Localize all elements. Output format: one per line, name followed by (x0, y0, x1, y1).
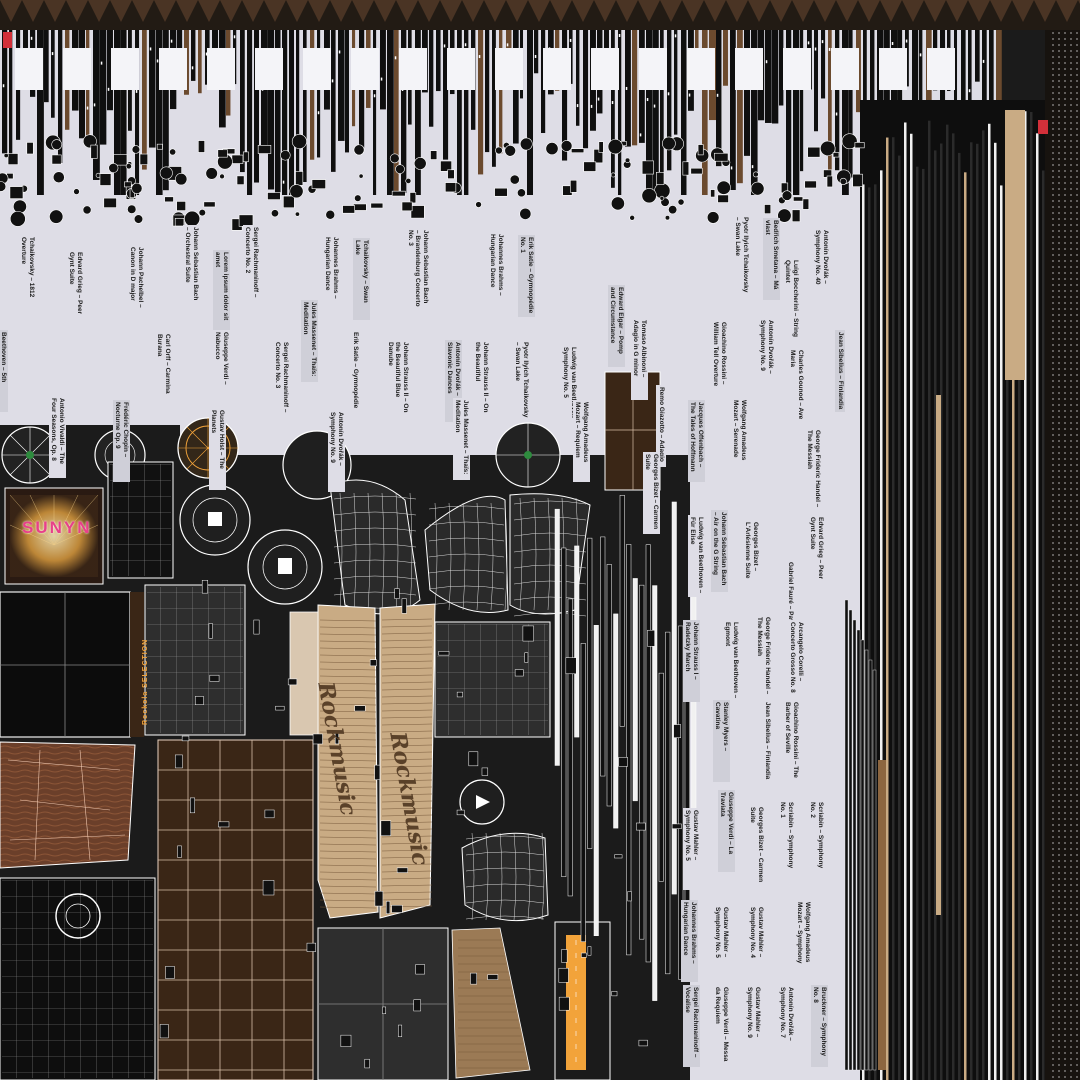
record-label-text: Giuseppe Verdi – Nabucco (213, 330, 230, 412)
record-label-text: Edward Elgar – Pomp and Circumstance (608, 285, 625, 367)
record-label-text: Gioachino Rossini – William Tell Overtur… (711, 320, 728, 402)
record-label-text: Charles Gounod – Ave Maria (788, 348, 805, 430)
record-label-text: Lorem ipsum dolor sit amet (213, 250, 230, 332)
brand-strip-label: Rockola SELECTION (142, 638, 149, 725)
record-label-text: Antonín Dvořák – Symphony No. 9 (758, 318, 775, 400)
record-label-text: Wolfgang Amadeus Mozart – Requiem (573, 400, 590, 482)
record-label-text: Carl Orff – Carmina Burana (155, 332, 172, 414)
record-label-text: Edvard Grieg – Peer Gynt Suite (808, 515, 825, 597)
record-label-text: Tchaikovsky – Swan Lake (353, 238, 370, 320)
record-label-text: Johann Strauss II – On the Beautiful Blu… (385, 340, 410, 422)
record-label-text: Luigi Boccherini – String Quintet (783, 258, 800, 340)
record-label-text: Jules Massenet – Thaïs: Meditation (453, 398, 470, 480)
small-uv-bits (0, 133, 865, 1069)
middle-strip-stack (554, 495, 877, 1071)
record-label-text: George Frideric Handel – The Messiah (755, 615, 772, 697)
record-label-text: Wolfgang Amadeus Mozart – Serenade (731, 398, 748, 480)
record-label-text: Gustav Mahler – Symphony No. 4 (748, 905, 765, 987)
record-label-text: Frédéric Chopin – Nocturne Op. 9 (113, 400, 130, 482)
record-label-text: Johann Strauss I – Radetzky March (683, 620, 700, 702)
record-label-text: Jean Sibelius – Finlandia (835, 330, 845, 412)
record-label-text: Giuseppe Verdi – La Traviata (718, 790, 735, 872)
record-label-text: Wolfgang Amadeus Mozart – Symphony (795, 900, 812, 982)
record-label-text: Johannes Brahms – Hungarian Dance (681, 900, 698, 982)
record-label-text: Gustav Holst – The Planets (209, 408, 226, 490)
record-label-text: Ludwig van Beethoven – Egmont (723, 620, 740, 702)
record-label-text: Scriabin – Symphony No. 2 (808, 800, 825, 882)
record-label-text: Jean Sibelius – Finlandia (762, 700, 772, 782)
record-label-text: Johann Pachelbel – Canon in D major (128, 245, 145, 327)
record-label-text: Gustav Mahler – Symphony No. 5 (683, 808, 700, 890)
record-label-text: Johann Sebastian Bach – Orchestral Suite (183, 225, 200, 307)
record-label-text: Pyotr Ilyich Tchaikovsky – Swan Lake (733, 215, 750, 297)
record-label-text: George Frideric Handel – The Messiah (805, 428, 822, 510)
record-label-text: Scriabin – Symphony No. 1 (778, 800, 795, 882)
record-label-text: Johannes Brahms – Hungarian Dance (488, 232, 505, 314)
record-label-text: Antonín Dvořák – Symphony No. 40 (813, 228, 830, 310)
record-label-text: Johannes Brahms – Hungarian Dance (323, 235, 340, 317)
record-label-text: Tomaso Albinoni – Adagio in G minor (631, 318, 648, 400)
record-label-text: Antonín Dvořák – Symphony No. 9 (328, 410, 345, 492)
record-label-text: Georges Bizet – L'Arlésienne Suite (743, 520, 760, 602)
record-label-text: Gioachino Rossini – The Barber of Sevill… (783, 700, 800, 782)
record-label-text: Georges Bizet – Carmen Suite (643, 452, 660, 534)
record-label-text: Gustav Mahler – Symphony No. 9 (745, 985, 762, 1067)
record-label-text: Stanley Myers – Cavatina (713, 700, 730, 782)
record-label-text: Sergei Rachmaninoff – Concerto No. 3 (273, 340, 290, 422)
right-strip-stack (862, 110, 1045, 1080)
record-label-text: Bruckner – Symphony No. 8 (811, 985, 828, 1067)
record-label-text: Erik Satie – Gymnopédie No. 1 (518, 235, 535, 317)
record-label-text: Antonio Vivaldi – The Four Seasons, Op. … (49, 396, 66, 478)
record-label-text: Georges Bizet – Carmen Suite (748, 805, 765, 887)
record-label-text: Edvard Grieg – Peer Gynt Suite (67, 250, 84, 332)
record-label-text: Giuseppe Verdi – Messa da Requiem (713, 985, 730, 1067)
record-label-text: Beethoven – 5th Symphony (0, 330, 8, 412)
record-label-text: Jules Massenet – Thaïs: Meditation (301, 300, 318, 382)
record-label-text: Bedřich Smetana – Má vlast (763, 218, 780, 300)
record-label-text: Johann Sebastian Bach – Air on the G Str… (711, 510, 728, 592)
record-label-text: Johann Strauss II – On the Beautiful (473, 340, 490, 422)
record-label-text: Sergei Rachmaninoff – Concerto No. 2 (243, 225, 260, 307)
brown-grid-panel (158, 740, 313, 1080)
sunburst-rays (9, 494, 99, 546)
top-edge-pattern (0, 0, 1080, 22)
record-label-text: Ludwig van Beethoven – Für Elise (688, 515, 705, 597)
record-label-text: Johann Sebastian Bach – Brandenburg Conc… (405, 228, 430, 310)
record-label-text: Gustav Mahler – Symphony No. 5 (713, 905, 730, 987)
record-label-text: Arcangelo Corelli – Concerto Grosso No. … (788, 620, 805, 702)
record-label-text: Jacques Offenbach – The Tales of Hoffman… (688, 400, 705, 482)
record-label-text: Tchaikovsky – 1812 Overture (19, 235, 36, 317)
record-label-text: Sergei Rachmaninoff – Vocalise (683, 985, 700, 1067)
record-label-text: Antonín Dvořák – Symphony No. 7 (778, 985, 795, 1067)
sunyn-logo-sign: SUNYN (22, 518, 92, 537)
record-label-text: Pyotr Ilyich Tchaikovsky – Swan Lake (513, 340, 530, 422)
record-label-text: Erik Satie – Gymnopédie (350, 330, 360, 412)
